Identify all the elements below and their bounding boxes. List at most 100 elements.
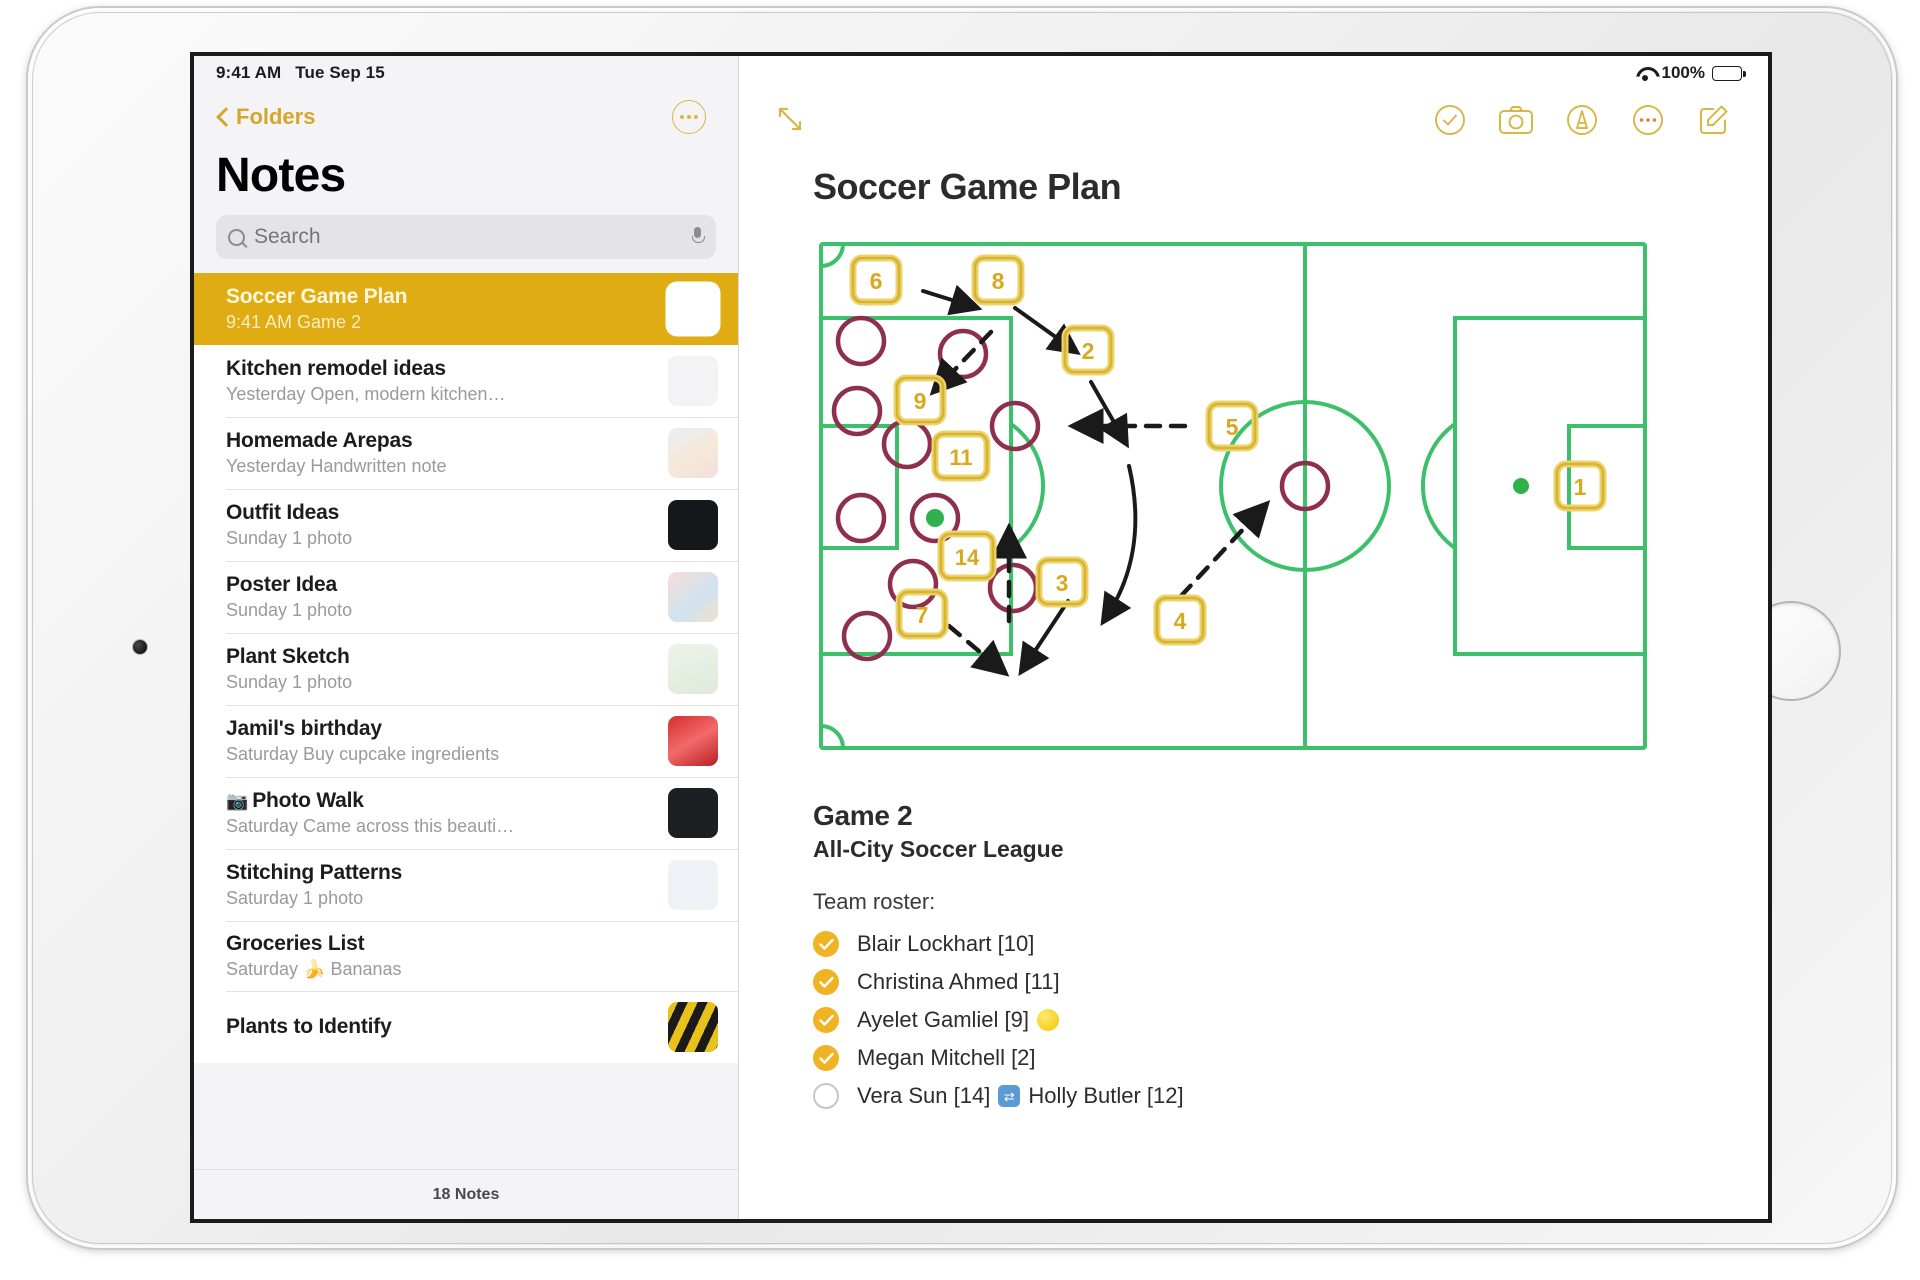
svg-text:11: 11 xyxy=(949,445,972,470)
svg-text:4: 4 xyxy=(1174,608,1187,634)
sidebar-more-button[interactable] xyxy=(672,100,706,134)
note-item-subtitle: Saturday 🍌 Bananas xyxy=(226,959,402,979)
svg-text:14: 14 xyxy=(955,545,980,570)
ellipsis-dot-icon xyxy=(687,115,691,119)
wifi-icon xyxy=(1635,66,1655,81)
plants-thumbnail xyxy=(668,1002,718,1052)
roster-label: Team roster: xyxy=(813,889,936,914)
markup-pen-icon[interactable] xyxy=(1564,102,1600,138)
outfit-photo-thumbnail xyxy=(668,500,718,550)
checkbox-checked-icon[interactable] xyxy=(813,931,839,957)
swap-arrows-icon: ⇄ xyxy=(998,1085,1021,1107)
note-item-title: Plants to Identify xyxy=(226,1015,392,1038)
note-item-subtitle: Saturday Buy cupcake ingredients xyxy=(226,744,500,764)
svg-text:3: 3 xyxy=(1056,570,1069,596)
roster-item-label: Megan Mitchell [2] xyxy=(857,1045,1036,1070)
note-item-title: 📷Photo Walk xyxy=(226,789,364,812)
note-item-title: Jamil's birthday xyxy=(226,717,382,740)
page-title: Notes xyxy=(216,149,346,202)
note-list-item[interactable]: Plants to Identify xyxy=(194,991,738,1063)
battery-percent: 100% xyxy=(1661,63,1705,82)
note-list-item[interactable]: Soccer Game Plan 9:41 AM Game 2 xyxy=(194,273,738,345)
ipad-device-frame: 9:41 AM Tue Sep 15 Folders Notes xyxy=(28,8,1896,1248)
checkbox-checked-icon[interactable] xyxy=(813,969,839,995)
team-roster-checklist[interactable]: Blair Lockhart [10] Christina Ahmed [11] A… xyxy=(813,925,1768,1115)
camera-icon[interactable] xyxy=(1498,102,1534,138)
checkbox-checked-icon[interactable] xyxy=(813,1045,839,1071)
compose-icon[interactable] xyxy=(1696,102,1732,138)
note-detail-pane: 100% xyxy=(738,56,1768,1219)
note-item-subtitle: Sunday 1 photo xyxy=(226,528,353,548)
checklist-circle-icon[interactable] xyxy=(1432,102,1468,138)
soccer-field-play-diagram: 6 8 2 xyxy=(813,236,1653,756)
note-content: Soccer Game Plan xyxy=(739,150,1768,1219)
note-item-subtitle: Saturday 1 photo xyxy=(226,888,364,908)
note-title: Soccer Game Plan xyxy=(813,166,1122,207)
expand-arrows-icon[interactable] xyxy=(773,102,809,138)
ipad-screen: 9:41 AM Tue Sep 15 Folders Notes xyxy=(194,56,1768,1219)
note-item-title: Soccer Game Plan xyxy=(226,285,408,308)
note-item-subtitle: Yesterday Handwritten note xyxy=(226,456,447,476)
plant-sketch-thumbnail xyxy=(668,644,718,694)
note-item-title: Outfit Ideas xyxy=(226,501,340,524)
notes-list[interactable]: Soccer Game Plan 9:41 AM Game 2 Kitchen re… xyxy=(194,273,738,1169)
league-name: All-City Soccer League xyxy=(813,836,1064,862)
note-more-ellipsis-icon[interactable] xyxy=(1630,102,1666,138)
search-input[interactable] xyxy=(254,225,682,249)
status-bar-left: 9:41 AM Tue Sep 15 xyxy=(194,56,738,90)
status-time: 9:41 AM xyxy=(216,63,282,82)
note-toolbar xyxy=(739,90,1768,150)
note-item-subtitle: Sunday 1 photo xyxy=(226,672,353,692)
roster-item[interactable]: Vera Sun [14]⇄Holly Butler [12] xyxy=(813,1077,1768,1115)
note-item-title: Plant Sketch xyxy=(226,645,350,668)
checkbox-checked-icon[interactable] xyxy=(813,1007,839,1033)
roster-item[interactable]: Ayelet Gamliel [9] xyxy=(813,1001,1768,1039)
note-item-subtitle: Sunday 1 photo xyxy=(226,600,353,620)
svg-text:6: 6 xyxy=(870,268,883,294)
microphone-icon[interactable] xyxy=(691,226,705,248)
note-item-title: Homemade Arepas xyxy=(226,429,413,452)
roster-item[interactable]: Blair Lockhart [10] xyxy=(813,925,1768,963)
notes-sidebar: 9:41 AM Tue Sep 15 Folders Notes xyxy=(194,56,738,1219)
front-camera-icon xyxy=(133,640,147,654)
note-item-title: Stitching Patterns xyxy=(226,861,403,884)
note-item-subtitle: Saturday Came across this beauti… xyxy=(226,816,515,836)
roster-item[interactable]: Christina Ahmed [11] xyxy=(813,963,1768,1001)
roster-item-label: Christina Ahmed [11] xyxy=(857,969,1060,994)
back-label: Folders xyxy=(236,104,316,129)
back-to-folders-button[interactable]: Folders xyxy=(216,104,315,130)
toolbar-actions xyxy=(1432,102,1732,138)
note-item-text: Plants to Identify xyxy=(226,1015,656,1039)
chevron-left-icon xyxy=(216,106,229,128)
search-box[interactable] xyxy=(216,215,716,259)
svg-text:9: 9 xyxy=(914,388,927,414)
poster-illustration-thumbnail xyxy=(668,572,718,622)
note-item-title: Kitchen remodel ideas xyxy=(226,357,446,380)
checkbox-unchecked-icon[interactable] xyxy=(813,1083,839,1109)
sidebar-navbar: Folders xyxy=(194,90,738,144)
note-emoji-icon: 📷 xyxy=(226,791,249,811)
note-item-subtitle: 9:41 AM Game 2 xyxy=(226,312,362,332)
status-date: Tue Sep 15 xyxy=(295,63,385,82)
note-item-title: Poster Idea xyxy=(226,573,338,596)
roster-item[interactable]: Megan Mitchell [2] xyxy=(813,1039,1768,1077)
game-heading: Game 2 xyxy=(813,800,913,831)
